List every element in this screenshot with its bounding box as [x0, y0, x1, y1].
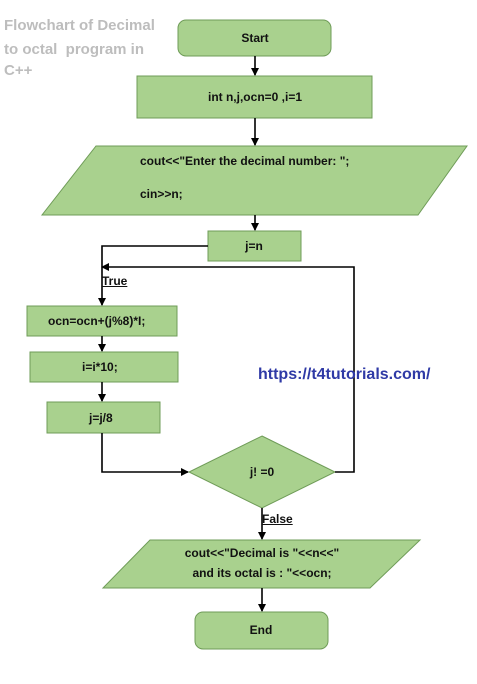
input-label-line-2: cin>>n; [140, 187, 183, 201]
ocn-update-label: ocn=ocn+(j%8)*I; [48, 314, 146, 328]
output-parallelogram [101, 539, 422, 589]
assign-j-process [207, 230, 302, 262]
website-link[interactable]: https://t4tutorials.com/ [258, 366, 431, 383]
arrow-assign-to-loop [98, 245, 208, 306]
output-label-line-1: cout<<"Decimal is "<<n<<" [184, 546, 340, 560]
true-edge-label: True [102, 274, 128, 288]
input-parallelogram [40, 145, 468, 216]
output-label-line-2: and its octal is : "<<ocn; [192, 566, 332, 580]
j-update-process [46, 401, 161, 434]
start-label: Start [241, 31, 269, 45]
i-update-label: i=i*10; [82, 360, 118, 374]
ocn-update-process [26, 305, 178, 337]
assign-j-label: j=n [245, 239, 263, 253]
end-terminal [194, 611, 329, 650]
arrow-j-to-decision [101, 433, 189, 476]
end-label: End [249, 623, 273, 637]
input-label-line-1: cout<<"Enter the decimal number: "; [140, 154, 350, 168]
diagram-title-line-1: Flowchart of Decimal [4, 17, 155, 34]
arrow-loop-back [101, 263, 355, 473]
decision-label: j! =0 [249, 465, 275, 479]
i-update-process [29, 351, 179, 383]
false-edge-label: False [262, 512, 293, 526]
diagram-title-line-2: to octal program in [4, 41, 145, 58]
j-update-label: j=j/8 [89, 411, 113, 425]
diagram-title-line-3: C++ [4, 62, 33, 79]
init-label: int n,j,ocn=0 ,i=1 [207, 90, 303, 104]
init-process [136, 75, 373, 119]
